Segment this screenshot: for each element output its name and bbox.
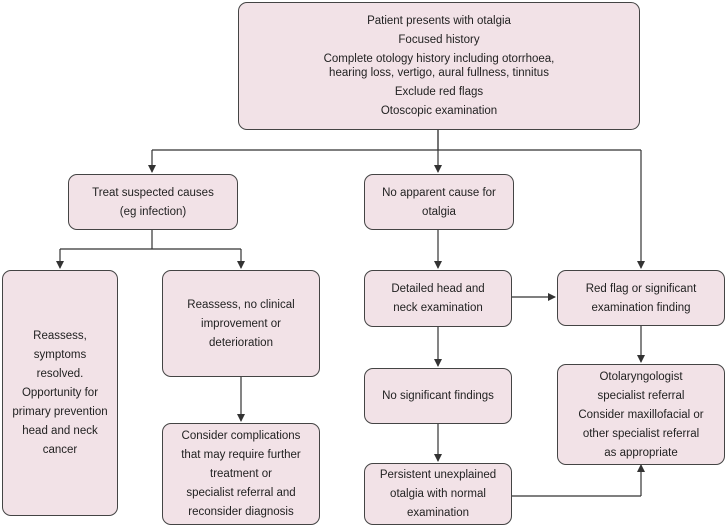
- box-persistent-otalgia: Persistent unexplained otalgia with norm…: [364, 463, 512, 525]
- box-text: specialist referral and: [186, 487, 296, 499]
- box-text: Focused history: [398, 34, 480, 46]
- box-reassess-resolved: Reassess, symptoms resolved. Opportunity…: [2, 270, 118, 516]
- box-text: that may require further: [181, 449, 301, 461]
- box-consider-complications: Consider complications that may require …: [162, 423, 320, 525]
- box-text: deterioration: [209, 336, 273, 349]
- box-text: hearing loss, vertigo, aural fullness, t…: [329, 67, 549, 79]
- box-text: Persistent unexplained: [379, 469, 497, 481]
- box-reassess-no-improvement: Reassess, no clinical improvement or det…: [162, 270, 320, 377]
- box-red-flag: Red flag or significant examination find…: [557, 270, 725, 326]
- box-text: cancer: [42, 444, 78, 456]
- box-text: treatment or: [210, 468, 272, 480]
- box-text: primary prevention: [12, 406, 108, 418]
- box-text: head and neck: [22, 425, 98, 437]
- box-detailed-exam: Detailed head and neck examination: [364, 270, 512, 327]
- box-text: Reassess,: [33, 330, 87, 342]
- box-text: Opportunity for: [21, 387, 99, 399]
- box-text: examination: [406, 507, 469, 519]
- box-text: examination finding: [591, 301, 691, 314]
- box-text: Patient presents with otalgia: [367, 15, 511, 27]
- box-text: resolved.: [36, 368, 84, 380]
- box-text: Exclude red flags: [394, 86, 484, 98]
- box-specialist-referral: Otolaryngologist specialist referral Con…: [557, 364, 725, 465]
- box-text: other specialist referral: [582, 427, 700, 440]
- box-text: Treat suspected causes: [92, 186, 214, 199]
- box-text: Reassess, no clinical: [187, 298, 295, 311]
- box-text: Otolaryngologist: [599, 370, 683, 383]
- box-text: Detailed head and: [391, 283, 485, 295]
- box-text: improvement or: [201, 317, 281, 330]
- box-text: reconsider diagnosis: [188, 506, 294, 518]
- box-text: symptoms: [33, 349, 87, 361]
- box-no-apparent-cause: No apparent cause for otalgia: [364, 174, 514, 230]
- box-text: Consider maxillofacial or: [578, 408, 704, 421]
- box-text: Otoscopic examination: [380, 105, 498, 117]
- box-text: specialist referral: [597, 389, 685, 402]
- box-treat-suspected-causes: Treat suspected causes (eg infection): [68, 174, 238, 230]
- box-text: otalgia: [422, 205, 456, 218]
- box-text: otalgia with normal: [390, 488, 486, 500]
- box-patient-presents: Patient presents with otalgia Focused hi…: [238, 2, 640, 130]
- box-no-significant-findings: No significant findings: [364, 368, 512, 424]
- box-text: (eg infection): [119, 205, 187, 218]
- box-text: No significant findings: [382, 390, 494, 402]
- box-text: Red flag or significant: [585, 282, 697, 295]
- box-text: neck examination: [393, 302, 483, 314]
- box-text: Consider complications: [181, 430, 301, 442]
- box-text: as appropriate: [604, 446, 678, 459]
- box-text: No apparent cause for: [382, 186, 496, 199]
- box-text: Complete otology history including otorr…: [323, 53, 555, 65]
